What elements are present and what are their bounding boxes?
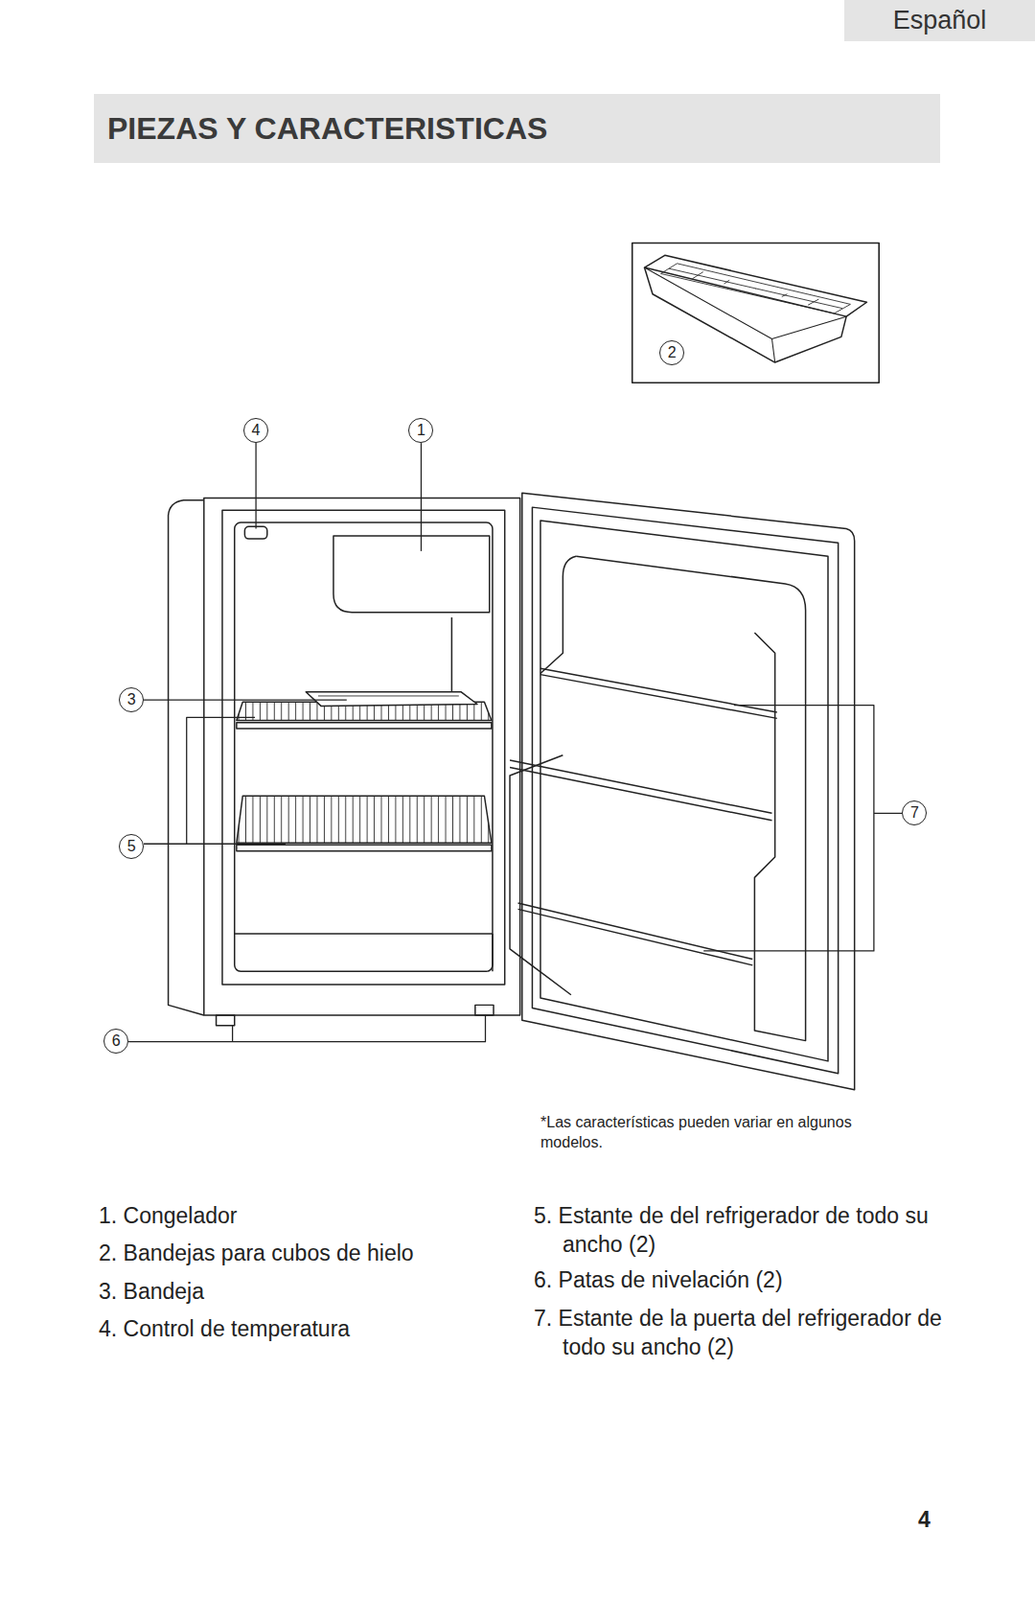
callout-number: 4 (252, 421, 261, 439)
part-name: 5. Estante de del refrigerador de todo s… (533, 1200, 956, 1259)
page-number: 4 (918, 1504, 976, 1534)
tray-divider (782, 294, 788, 298)
tray-divider (723, 279, 730, 284)
callout-circle: 5 (118, 833, 144, 859)
callout-circle: 3 (118, 687, 144, 713)
leveling-leg (216, 1014, 235, 1026)
callout-number: 6 (112, 1032, 121, 1050)
footnote: *Las características pueden variar en al… (540, 1111, 857, 1152)
callout-number: 2 (667, 344, 677, 362)
part-name: 2. Bandejas para cubos de hielo (98, 1238, 502, 1267)
language-label: Español (893, 5, 988, 36)
part-name: 6. Patas de nivelación (2) (533, 1265, 956, 1294)
callout-number: 7 (910, 804, 920, 822)
callout-circle: 7 (901, 800, 927, 826)
callout-number: 1 (416, 421, 426, 439)
tray-divider (691, 272, 703, 279)
tray-divider (807, 299, 819, 305)
tray-divider (755, 287, 757, 290)
inset-box (632, 243, 879, 384)
page-title: PIEZAS Y CARACTERISTICAS (107, 111, 548, 147)
callout-circle: 6 (103, 1028, 129, 1054)
cabinet (168, 498, 521, 1015)
lower-shelf (236, 795, 492, 851)
door (509, 492, 855, 1089)
part-name: 7. Estante de la puerta del refrigerador… (533, 1303, 966, 1361)
part-name: 4. Control de temperatura (98, 1313, 502, 1343)
leader-lines (128, 442, 903, 1042)
callout-number: 3 (127, 690, 137, 709)
callout-circle: 4 (243, 417, 269, 443)
callout-number: 5 (127, 837, 137, 855)
door-shelves (509, 667, 778, 966)
tray (305, 691, 478, 707)
leveling-leg (475, 1004, 494, 1015)
back-wall-line (451, 617, 453, 694)
callout-circle: 2 (659, 340, 685, 366)
part-name: 3. Bandeja (98, 1276, 502, 1306)
callout-circle: 1 (408, 417, 434, 443)
part-name: 1. Congelador (98, 1200, 502, 1230)
freezer (333, 535, 490, 613)
language-tab: Español (844, 0, 1035, 42)
